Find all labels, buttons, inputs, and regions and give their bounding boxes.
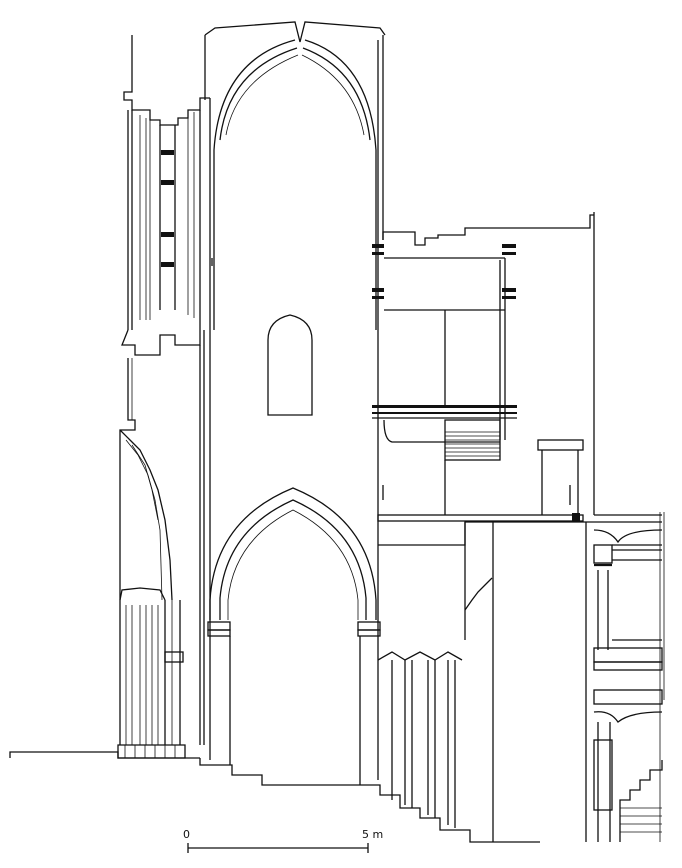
left-pier-cluster — [117, 35, 210, 759]
scale-bar: 0 5 m — [183, 828, 383, 853]
central-nave-bay — [204, 21, 386, 785]
right-edge-cloister — [593, 512, 665, 842]
right-lower-block — [377, 521, 594, 842]
scale-start-label: 0 — [183, 828, 190, 841]
right-upper-block — [372, 212, 595, 522]
scale-end-label: 5 m — [362, 828, 383, 841]
ground-line — [9, 751, 540, 843]
